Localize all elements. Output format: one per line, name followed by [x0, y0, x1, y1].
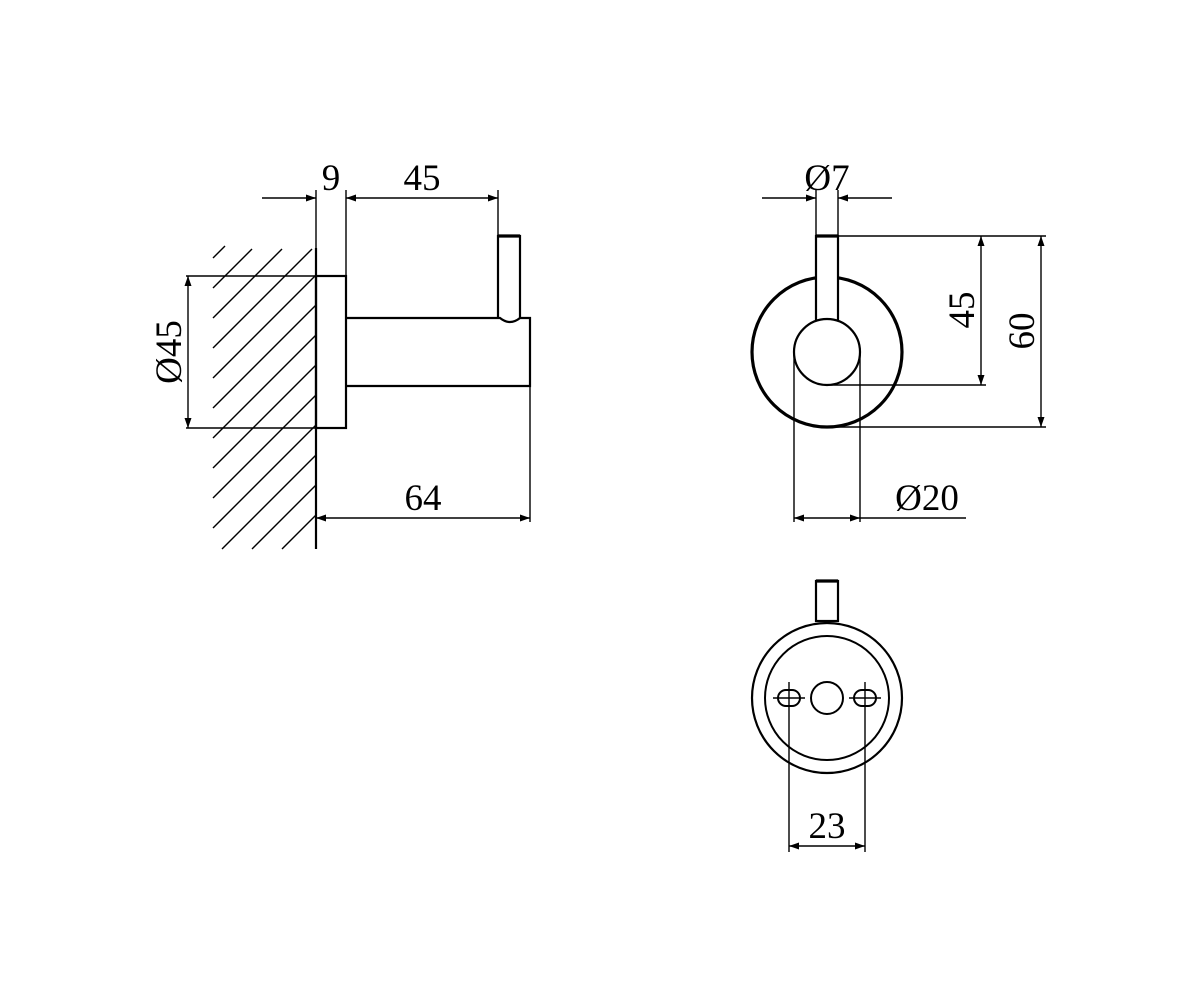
hook-arm	[346, 316, 532, 388]
center-hole	[810, 681, 844, 715]
dim-base-diameter: Ø45	[149, 320, 190, 384]
back-inner-ring	[764, 635, 890, 761]
side-view: 9 45 Ø45 64	[149, 158, 532, 550]
base-plate	[314, 274, 348, 430]
dim-overall-depth: 64	[405, 478, 442, 519]
dim-base-thickness: 9	[322, 158, 341, 199]
pin-front	[814, 234, 840, 328]
dim-pin-height: 45	[942, 292, 983, 329]
arm-end-circle	[792, 317, 862, 387]
dim-pin-diameter: Ø7	[804, 158, 849, 199]
pin-back	[814, 579, 840, 623]
front-view: Ø7 45 60 Ø20	[750, 158, 1046, 522]
dim-hole-spacing: 23	[809, 806, 846, 847]
dim-arm-diameter: Ø20	[895, 478, 959, 519]
wall-hatching	[212, 245, 317, 550]
back-view: 23	[750, 579, 904, 852]
dim-overall-height: 60	[1002, 313, 1043, 350]
hook-pin	[496, 234, 522, 318]
dim-pin-offset: 45	[404, 158, 441, 199]
